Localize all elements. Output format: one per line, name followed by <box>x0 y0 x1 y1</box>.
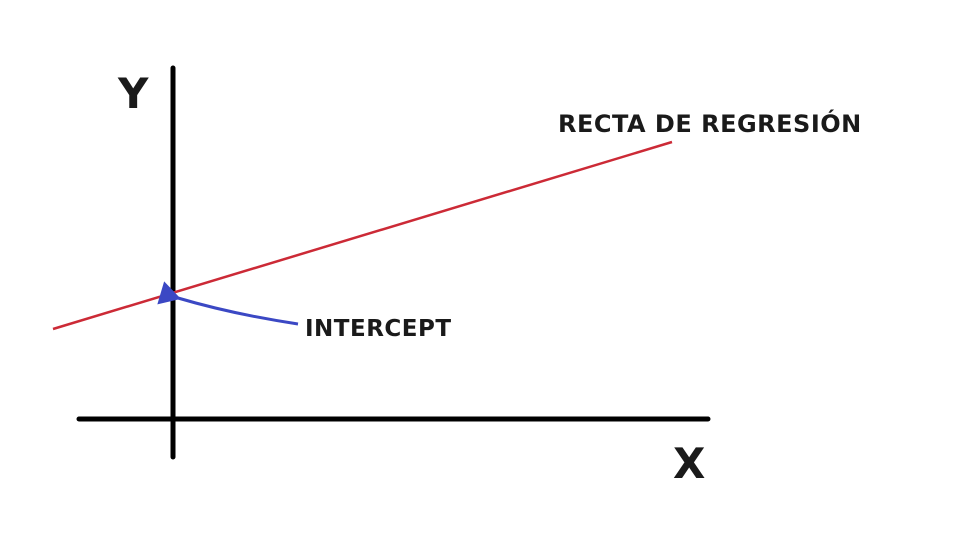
intercept-label: INTERCEPT <box>305 316 452 342</box>
regression-line-label: RECTA DE REGRESIÓN <box>558 110 862 138</box>
x-axis-label: X <box>673 439 706 488</box>
y-axis-label: Y <box>118 69 149 118</box>
intercept-arrow <box>157 281 299 326</box>
regression-line <box>52 140 673 331</box>
